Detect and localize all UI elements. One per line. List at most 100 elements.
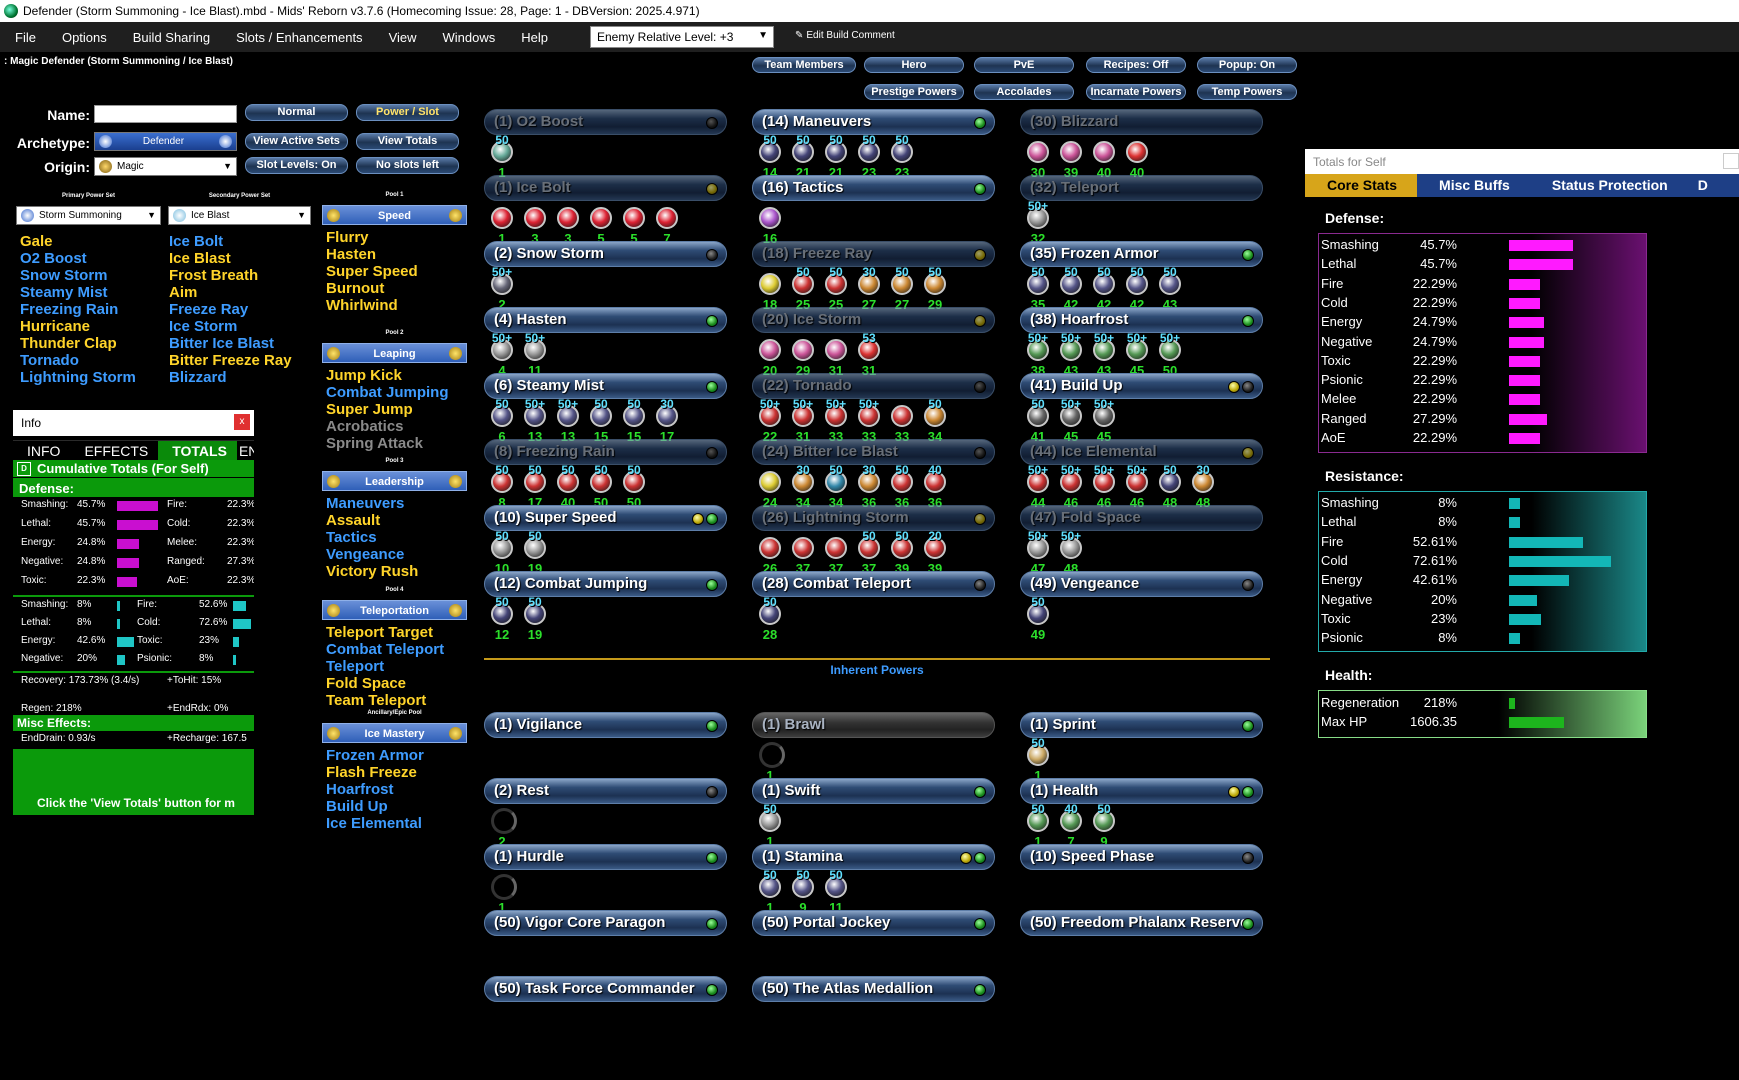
- primary-power-item[interactable]: Thunder Clap: [20, 335, 117, 352]
- pve-button[interactable]: PvE: [974, 57, 1074, 73]
- menu-slots-enhancements[interactable]: Slots / Enhancements: [236, 29, 363, 45]
- primary-power-item[interactable]: Snow Storm: [20, 267, 108, 284]
- menu-file[interactable]: File: [15, 29, 36, 45]
- pool-power-item[interactable]: Maneuvers: [326, 495, 405, 512]
- power-entry[interactable]: (1) Vigilance: [484, 712, 727, 738]
- pool-power-item[interactable]: Combat Teleport: [326, 641, 445, 658]
- menu-windows[interactable]: Windows: [442, 29, 496, 45]
- inactive-toggle-icon[interactable]: [706, 447, 718, 459]
- power-entry[interactable]: (18) Freeze Ray: [752, 241, 995, 267]
- pool-power-item[interactable]: Flash Freeze: [326, 764, 417, 781]
- power-entry[interactable]: (1) Stamina: [752, 844, 995, 870]
- power-entry[interactable]: (22) Tornado: [752, 373, 995, 399]
- pool-power-item[interactable]: Build Up: [326, 798, 388, 815]
- primary-power-item[interactable]: O2 Boost: [20, 250, 87, 267]
- active-toggle-icon[interactable]: [706, 315, 718, 327]
- primary-power-item[interactable]: Steamy Mist: [20, 284, 108, 301]
- power-entry[interactable]: (28) Combat Teleport: [752, 571, 995, 597]
- pool-power-item[interactable]: Fold Space: [326, 675, 407, 692]
- proc-indicator-icon[interactable]: [1228, 381, 1240, 393]
- power-entry[interactable]: (2) Rest: [484, 778, 727, 804]
- power-entry[interactable]: (50) Freedom Phalanx Reserve: [1020, 910, 1263, 936]
- tab-core-stats[interactable]: Core Stats: [1305, 174, 1418, 197]
- pool-header-select[interactable]: Leaping: [322, 343, 467, 363]
- power-entry[interactable]: (2) Snow Storm: [484, 241, 727, 267]
- inactive-toggle-icon[interactable]: [974, 381, 986, 393]
- pool-header-select[interactable]: Teleportation: [322, 600, 467, 620]
- menu-build-sharing[interactable]: Build Sharing: [132, 29, 211, 45]
- tab-enh[interactable]: ENH: [236, 440, 254, 460]
- pool-power-item[interactable]: Teleport Target: [326, 624, 433, 641]
- active-toggle-icon[interactable]: [706, 720, 718, 732]
- temp-powers-button[interactable]: Temp Powers: [1197, 84, 1297, 100]
- pool-power-item[interactable]: Hoarfrost: [326, 781, 394, 798]
- pool-header-select[interactable]: Speed: [322, 205, 467, 225]
- name-input[interactable]: [94, 105, 237, 123]
- secondary-power-item[interactable]: Ice Blast: [169, 250, 231, 267]
- inactive-toggle-icon[interactable]: [974, 447, 986, 459]
- active-toggle-icon[interactable]: [1242, 720, 1254, 732]
- active-toggle-icon[interactable]: [974, 117, 986, 129]
- active-toggle-icon[interactable]: [706, 579, 718, 591]
- tab-status-protection[interactable]: Status Protection: [1551, 177, 1668, 193]
- power-entry[interactable]: (47) Fold Space: [1020, 505, 1263, 531]
- close-icon[interactable]: [1723, 153, 1739, 169]
- power-entry[interactable]: (49) Vengeance: [1020, 571, 1263, 597]
- power-entry[interactable]: (50) Task Force Commander: [484, 976, 727, 1002]
- hero-button[interactable]: Hero: [864, 57, 964, 73]
- pool-power-item[interactable]: Jump Kick: [326, 367, 402, 384]
- power-entry[interactable]: (26) Lightning Storm: [752, 505, 995, 531]
- view-totals-button[interactable]: View Totals: [356, 133, 459, 150]
- power-entry[interactable]: (1) Sprint: [1020, 712, 1263, 738]
- proc-indicator-icon[interactable]: [706, 183, 718, 195]
- primary-power-item[interactable]: Tornado: [20, 352, 79, 369]
- prestige-powers-button[interactable]: Prestige Powers: [864, 84, 964, 100]
- menu-help[interactable]: Help: [521, 29, 549, 45]
- active-toggle-icon[interactable]: [706, 381, 718, 393]
- tab-effects[interactable]: EFFECTS: [70, 440, 159, 460]
- normal-mode-button[interactable]: Normal: [245, 104, 348, 121]
- view-active-sets-button[interactable]: View Active Sets: [245, 133, 348, 150]
- pool-power-item[interactable]: Super Speed: [326, 263, 418, 280]
- pool-power-item[interactable]: Whirlwind: [326, 297, 398, 314]
- power-entry[interactable]: (38) Hoarfrost: [1020, 307, 1263, 333]
- power-entry[interactable]: (1) Ice Bolt: [484, 175, 727, 201]
- slot-levels-toggle-button[interactable]: Slot Levels: On: [245, 157, 348, 174]
- team-members-button[interactable]: Team Members: [752, 57, 856, 73]
- active-toggle-icon[interactable]: [974, 183, 986, 195]
- secondary-power-item[interactable]: Frost Breath: [169, 267, 259, 284]
- primary-power-item[interactable]: Lightning Storm: [20, 369, 136, 386]
- close-icon[interactable]: x: [234, 414, 250, 430]
- inactive-toggle-icon[interactable]: [1242, 579, 1254, 591]
- pool-power-item[interactable]: Ice Elemental: [326, 815, 422, 832]
- menu-options[interactable]: Options: [61, 29, 107, 45]
- power-entry[interactable]: (8) Freezing Rain: [484, 439, 727, 465]
- proc-indicator-icon[interactable]: [692, 513, 704, 525]
- secondary-set-select[interactable]: Ice Blast ▼: [168, 206, 311, 225]
- inactive-toggle-icon[interactable]: [706, 117, 718, 129]
- pool-power-item[interactable]: Team Teleport: [326, 692, 427, 709]
- power-entry[interactable]: (30) Blizzard: [1020, 109, 1263, 135]
- inactive-toggle-icon[interactable]: [706, 786, 718, 798]
- primary-power-item[interactable]: Gale: [20, 233, 53, 250]
- power-entry[interactable]: (32) Teleport: [1020, 175, 1263, 201]
- power-entry[interactable]: (14) Maneuvers: [752, 109, 995, 135]
- power-entry[interactable]: (12) Combat Jumping: [484, 571, 727, 597]
- origin-select[interactable]: Magic ▼: [94, 157, 237, 176]
- tab-totals[interactable]: TOTALS: [158, 440, 237, 460]
- power-entry[interactable]: (6) Steamy Mist: [484, 373, 727, 399]
- pool-power-item[interactable]: Acrobatics: [326, 418, 404, 435]
- secondary-power-item[interactable]: Bitter Freeze Ray: [169, 352, 292, 369]
- incarnate-powers-button[interactable]: Incarnate Powers: [1086, 84, 1186, 100]
- power-entry[interactable]: (44) Ice Elemental: [1020, 439, 1263, 465]
- proc-indicator-icon[interactable]: [974, 513, 986, 525]
- inactive-toggle-icon[interactable]: [706, 249, 718, 261]
- pool-power-item[interactable]: Vengeance: [326, 546, 405, 563]
- proc-indicator-icon[interactable]: [974, 315, 986, 327]
- active-toggle-icon[interactable]: [974, 852, 986, 864]
- power-entry[interactable]: (10) Speed Phase: [1020, 844, 1263, 870]
- pool-power-item[interactable]: Spring Attack: [326, 435, 423, 452]
- pool-header-select[interactable]: Leadership: [322, 471, 467, 491]
- proc-indicator-icon[interactable]: [974, 249, 986, 261]
- pool-power-item[interactable]: Frozen Armor: [326, 747, 424, 764]
